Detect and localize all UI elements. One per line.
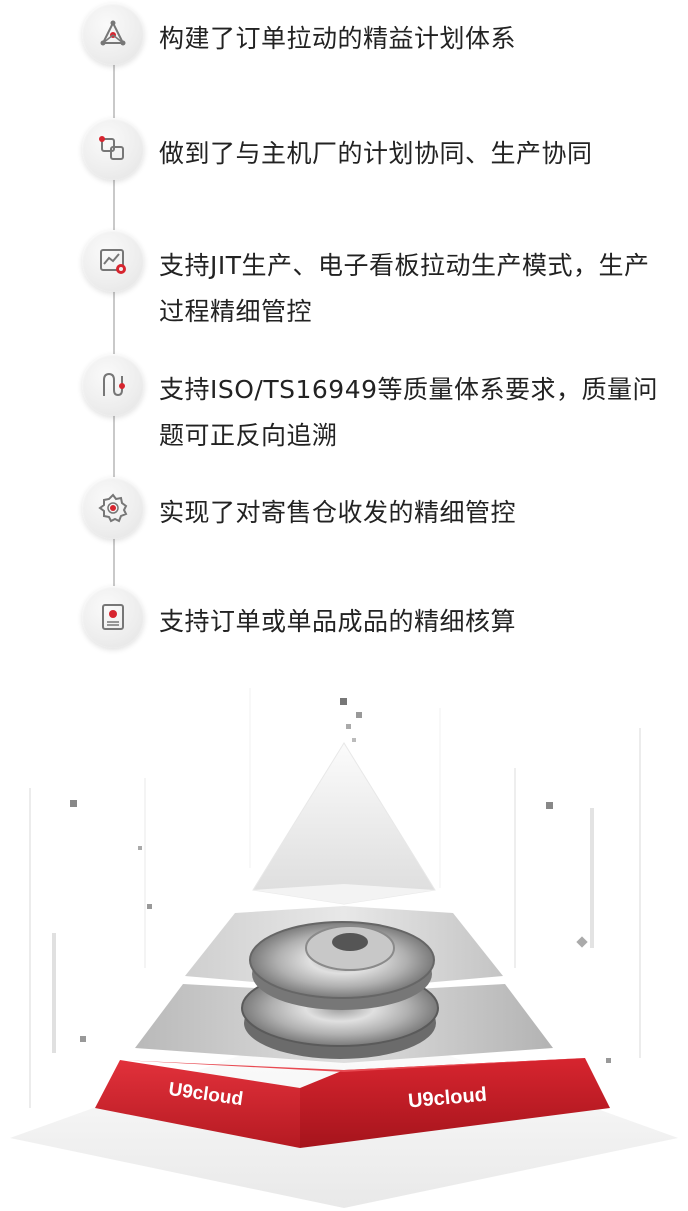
feature-text: 支持订单或单品成品的精细核算 <box>159 607 517 636</box>
feature-item-quality: 支持ISO/TS16949等质量体系要求，质量问题可正反向追溯 <box>82 354 682 450</box>
feature-text: 支持ISO/TS16949等质量体系要求，质量问题可正反向追溯 <box>159 375 659 450</box>
document-stamp-icon <box>82 586 144 648</box>
pyramid-illustration: U9cloud U9cloud <box>10 688 678 1208</box>
feature-item-consignment: 实现了对寄售仓收发的精细管控 <box>82 477 682 539</box>
feature-item-costing: 支持订单或单品成品的精细核算 <box>82 586 682 648</box>
feature-item-jit: 支持JIT生产、电子看板拉动生产模式，生产过程精细管控 <box>82 230 682 326</box>
feature-item-order-pull: 构建了订单拉动的精益计划体系 <box>82 3 682 65</box>
feature-text: 实现了对寄售仓收发的精细管控 <box>159 498 517 527</box>
trace-path-icon <box>82 354 144 416</box>
feature-text: 支持JIT生产、电子看板拉动生产模式，生产过程精细管控 <box>159 251 650 326</box>
chart-gear-icon <box>82 230 144 292</box>
feature-text: 构建了订单拉动的精益计划体系 <box>159 24 517 53</box>
network-triangle-icon <box>82 3 144 65</box>
timeline-line <box>113 32 115 612</box>
feature-text: 做到了与主机厂的计划协同、生产协同 <box>159 139 593 168</box>
gear-icon <box>82 477 144 539</box>
linked-squares-icon <box>82 118 144 180</box>
feature-item-plan-collab: 做到了与主机厂的计划协同、生产协同 <box>82 118 682 180</box>
